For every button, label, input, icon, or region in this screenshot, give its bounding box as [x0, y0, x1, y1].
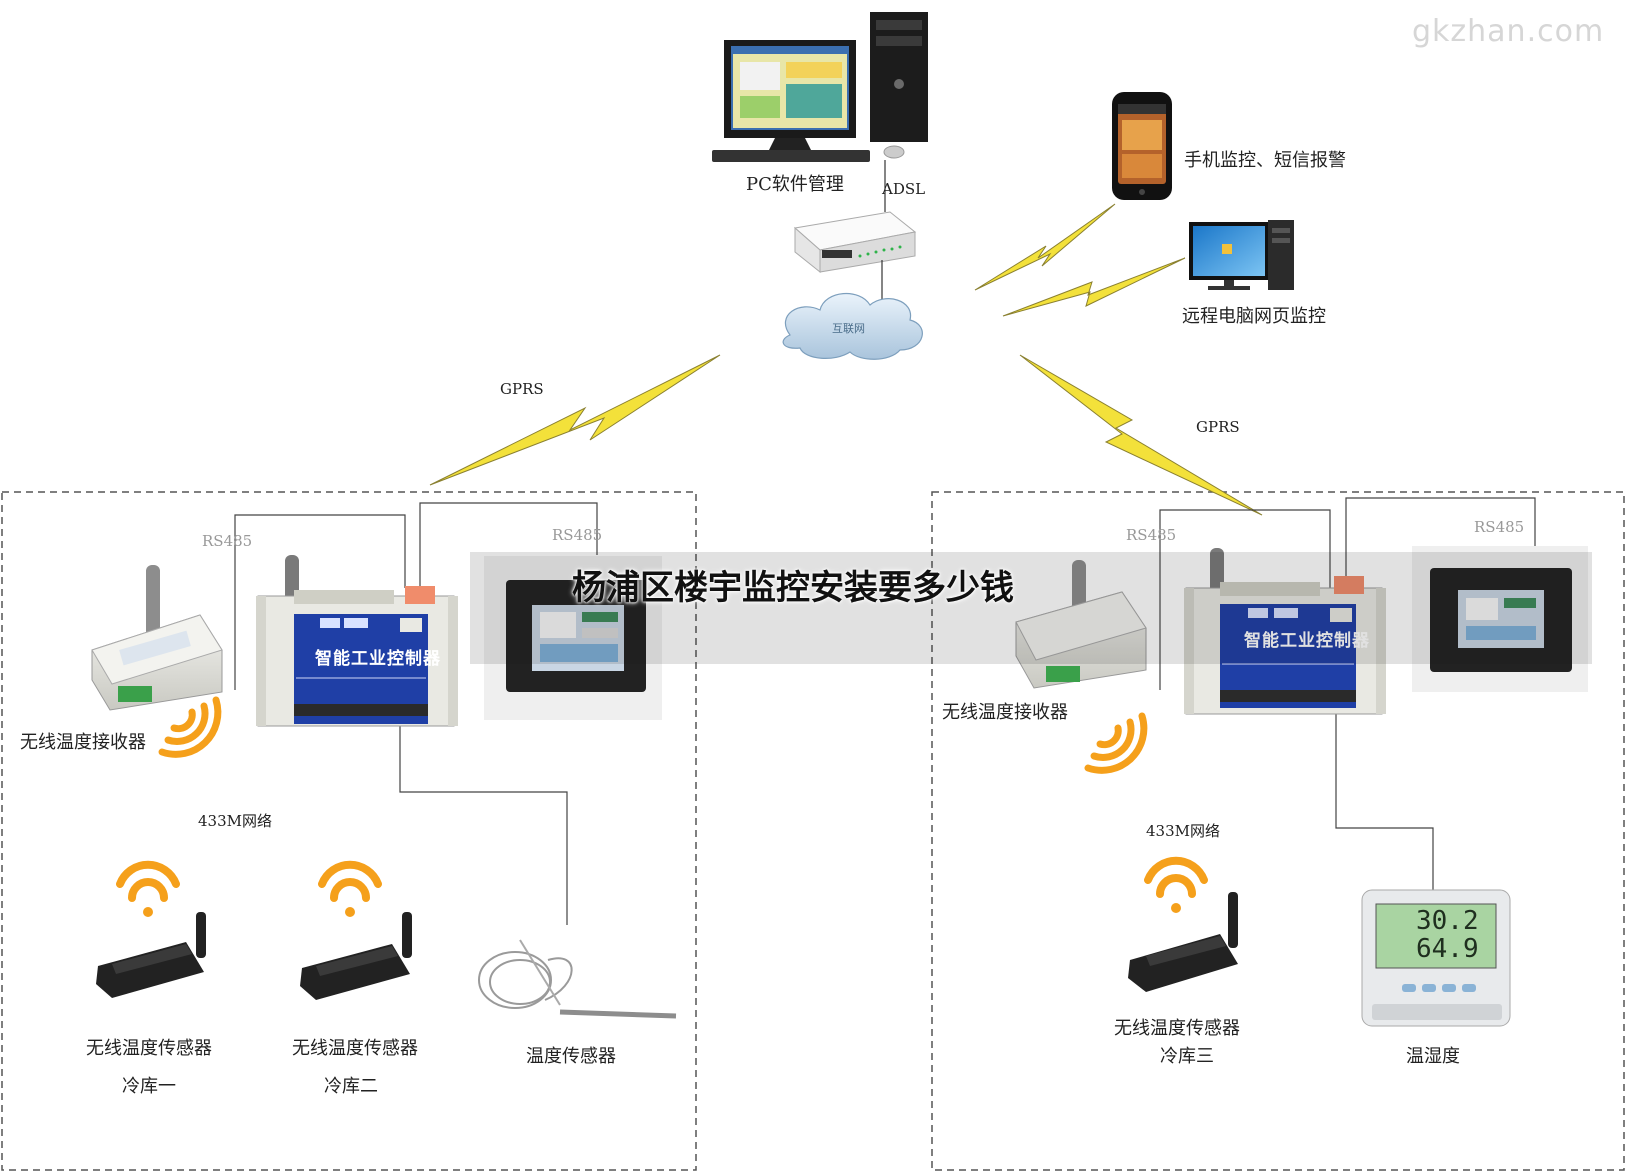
- industrial-controller-left: [256, 555, 458, 727]
- page-title: 杨浦区楼宇监控安装要多少钱: [572, 568, 1014, 608]
- adsl-label: ADSL: [882, 180, 926, 198]
- rs485-right-b: RS485: [1474, 518, 1525, 536]
- sensor2-label: 无线温度传感器: [292, 1038, 418, 1059]
- cloud-icon: [782, 292, 923, 360]
- gprs-left-label: GPRS: [500, 380, 544, 398]
- network-right-label: 433M网络: [1146, 822, 1220, 840]
- sensor1-room: 冷库一: [122, 1076, 176, 1097]
- router-icon: [793, 211, 917, 274]
- wireless-sensor-3: [1128, 856, 1238, 992]
- network-left-label: 433M网络: [198, 812, 272, 830]
- lightning-icon: [429, 203, 1263, 516]
- left-site-boundary: [1, 491, 697, 1171]
- temperature-probe-icon: [478, 939, 677, 1019]
- receiver-right-label: 无线温度接收器: [942, 702, 1068, 723]
- controller-left-text: 智能工业控制器: [315, 649, 441, 669]
- sensor2-room: 冷库二: [324, 1076, 378, 1097]
- wifi-signal-icon: [1144, 856, 1208, 898]
- receiver-left-label: 无线温度接收器: [20, 732, 146, 753]
- watermark-text: gkzhan.com: [1412, 14, 1605, 49]
- rs485-right-a: RS485: [1126, 526, 1177, 544]
- rs485-left-a: RS485: [202, 532, 253, 550]
- right-site-boundary: [931, 491, 1625, 1171]
- hygro-temp-readout: 30.2: [1416, 906, 1479, 936]
- wifi-signal-icon: [318, 860, 382, 902]
- hygro-label: 温湿度: [1406, 1046, 1460, 1067]
- hygro-hum-readout: 64.9: [1416, 934, 1479, 964]
- title-banner: [470, 552, 1592, 664]
- gprs-right-label: GPRS: [1196, 418, 1240, 436]
- phone-label: 手机监控、短信报警: [1184, 150, 1346, 171]
- sensor1-label: 无线温度传感器: [86, 1038, 212, 1059]
- wireless-sensor-1: [96, 860, 206, 998]
- cloud-label: 互联网: [832, 322, 865, 335]
- monitor-icon: [1189, 220, 1294, 290]
- rs485-left-b: RS485: [552, 526, 603, 544]
- controller-right-text: 智能工业控制器: [1244, 631, 1370, 651]
- touchscreen-icon: [484, 556, 662, 720]
- desktop-pc-icon: [712, 12, 928, 162]
- wifi-signal-icon: [1084, 712, 1148, 774]
- sensor3-room: 冷库三: [1160, 1046, 1214, 1067]
- wireless-sensor-2: [300, 860, 412, 1000]
- wireless-receiver-right: [1015, 560, 1147, 689]
- hygrometer-icon: [1361, 889, 1511, 1027]
- remote-pc-label: 远程电脑网页监控: [1182, 306, 1326, 327]
- probe-label: 温度传感器: [526, 1046, 616, 1067]
- wifi-signal-icon: [116, 860, 180, 902]
- smartphone-icon: [1112, 92, 1172, 200]
- sensor3-label: 无线温度传感器: [1114, 1018, 1240, 1039]
- antenna-icon: [146, 565, 160, 637]
- wifi-signal-icon: [158, 696, 222, 758]
- wireless-receiver-left: [91, 565, 223, 711]
- touchscreen-icon: [1412, 546, 1588, 692]
- pc-label: PC软件管理: [746, 174, 844, 195]
- industrial-controller-right: [1184, 548, 1386, 715]
